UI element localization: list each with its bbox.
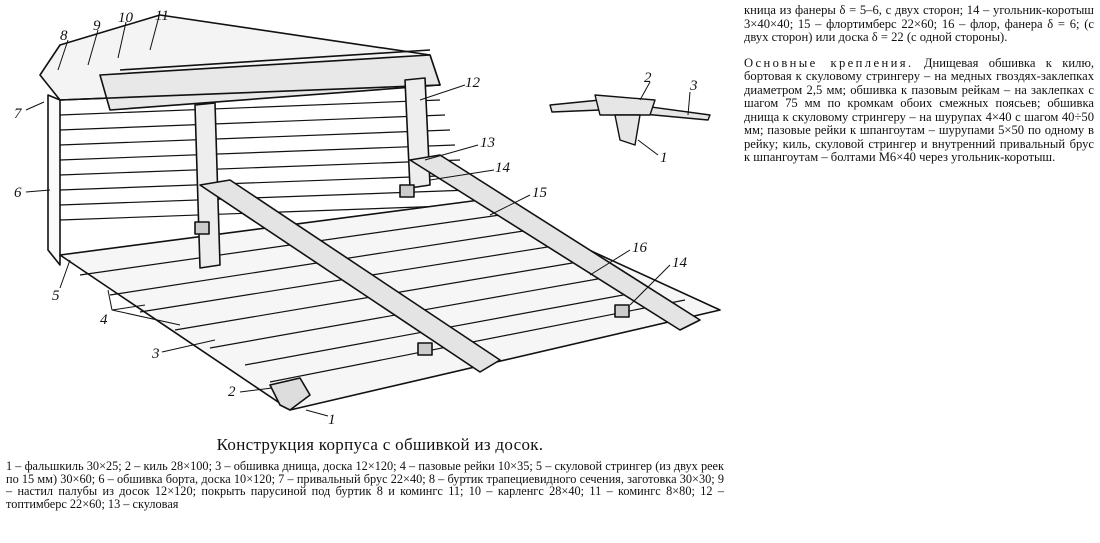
callout-1: 1 (328, 412, 336, 428)
keel-section (269, 377, 311, 411)
callout-8: 8 (60, 28, 68, 44)
callout-11: 11 (155, 8, 169, 24)
callout-10: 10 (118, 10, 134, 26)
carlings (59, 84, 441, 101)
hull-drawing-svg: 1 2 3 4 5 6 7 8 9 10 11 12 13 14 15 16 1… (14, 8, 721, 428)
angle-bracket (399, 184, 415, 198)
detail-callout-2: 2 (644, 70, 652, 86)
drawing-callouts: 1 2 3 4 5 6 7 8 9 10 11 12 13 14 15 16 1… (14, 8, 688, 428)
callout-3: 3 (151, 346, 160, 362)
angle-bracket (614, 304, 630, 318)
floor-timber-2 (409, 154, 701, 331)
callout-7: 7 (14, 106, 23, 122)
angle-bracket (417, 342, 433, 356)
detail-callout-3: 3 (689, 78, 698, 94)
floor-timber-1 (199, 179, 501, 373)
callout-14-upper: 14 (495, 160, 511, 176)
side-planking (47, 94, 61, 266)
coaming-edge (119, 49, 431, 71)
callout-6: 6 (14, 185, 22, 201)
keel-detail-svg: 2 3 1 (549, 70, 711, 166)
callout-9: 9 (93, 18, 101, 34)
figure-legend: 1 – фальшкиль 30×25; 2 – киль 28×100; 3 … (6, 459, 724, 511)
detail-keel (594, 94, 656, 116)
figure-caption: Конструкция корпуса с обшивкой из досок. (216, 435, 544, 454)
right-column-text: кница из фанеры δ = 5–6, с двух сторон; … (744, 3, 1095, 165)
callout-13: 13 (480, 135, 495, 151)
callout-4: 4 (100, 312, 108, 328)
legend-continuation: кница из фанеры δ = 5–6, с двух сторон; … (744, 3, 1094, 44)
fastenings-body: Днищевая обшивка к килю, бортовая к скул… (744, 55, 1095, 164)
hull-construction-drawing: 1 2 3 4 5 6 7 8 9 10 11 12 13 14 15 16 1… (14, 8, 721, 428)
keel-detail-drawing: 2 3 1 (540, 70, 720, 170)
callout-12: 12 (465, 75, 481, 91)
angle-bracket (194, 221, 210, 235)
callout-16: 16 (632, 240, 648, 256)
detail-false-keel (614, 114, 641, 146)
callout-2: 2 (228, 384, 236, 400)
frame-timber-2 (404, 77, 431, 189)
detail-callout-1: 1 (660, 150, 668, 166)
callout-15: 15 (532, 185, 548, 201)
callout-14-lower: 14 (672, 255, 688, 271)
fastenings-heading: Основные крепления. (744, 55, 914, 70)
callout-5: 5 (52, 288, 60, 304)
fastenings-paragraph: Основные крепления. Днищевая обшивка к к… (744, 55, 1095, 165)
